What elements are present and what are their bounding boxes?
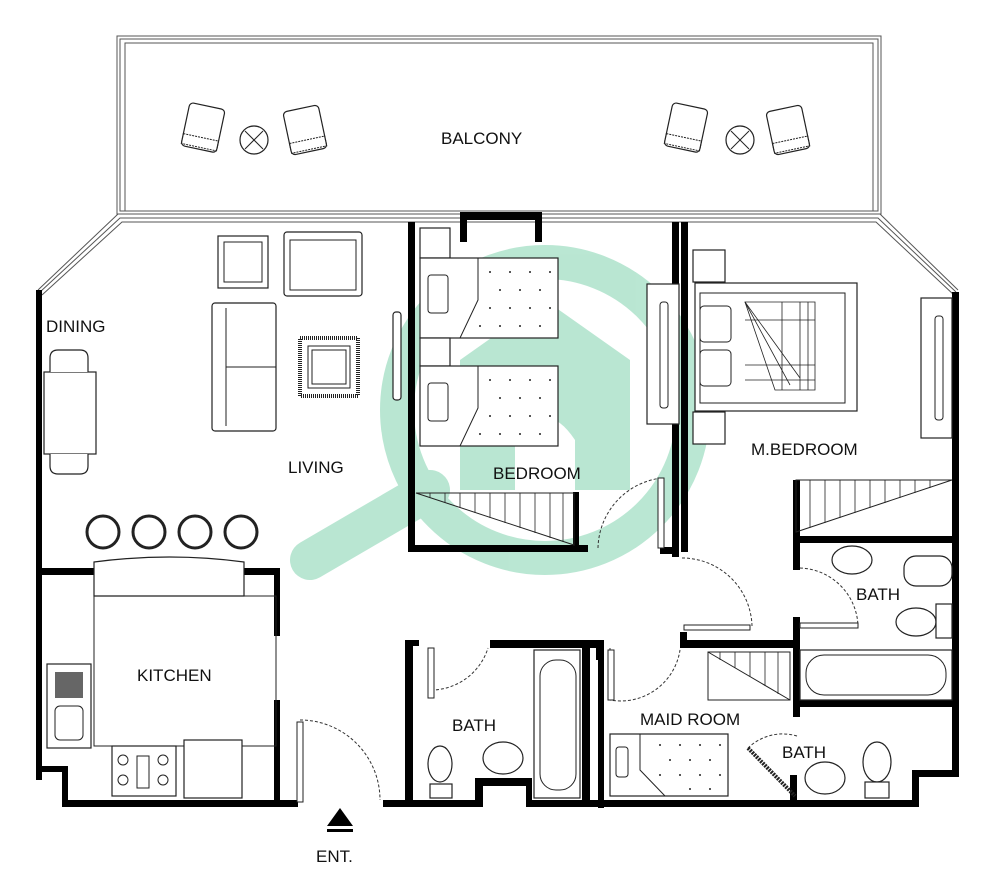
bed-dots: [479, 271, 551, 435]
bath-1-fixtures: [427, 647, 581, 799]
balcony-chair-set-right: [663, 102, 811, 156]
label-entrance: ENT.: [316, 847, 353, 866]
label-bath-3: BATH: [782, 743, 826, 762]
master-bath-fixtures: [799, 545, 953, 701]
entrance-door: [296, 719, 381, 803]
balcony-area: [116, 35, 882, 215]
dining-table: [43, 349, 97, 475]
kitchen-fixtures: [46, 595, 277, 799]
label-bedroom: BEDROOM: [493, 464, 581, 483]
label-kitchen: KITCHEN: [137, 666, 212, 685]
label-m-bedroom: M.BEDROOM: [751, 440, 858, 459]
maid-room-fixtures: [607, 648, 791, 797]
walls: [36, 212, 959, 808]
breakfast-counter: [93, 556, 245, 597]
master-bedroom-furniture: [692, 249, 953, 533]
bedroom-furniture: [415, 227, 680, 549]
label-bath-1: BATH: [452, 716, 496, 735]
bar-stools: [85, 514, 259, 550]
room-labels: BALCONY DINING LIVING BEDROOM M.BEDROOM …: [46, 129, 900, 866]
entrance-arrow-icon: [327, 808, 353, 832]
label-dining: DINING: [46, 317, 106, 336]
label-living: LIVING: [288, 458, 344, 477]
living-furniture: [85, 231, 402, 597]
bath-3-fixtures: [746, 733, 892, 799]
label-maid-room: MAID ROOM: [640, 710, 740, 729]
balcony-chair-set-left: [180, 102, 328, 156]
corridor-door: [681, 557, 753, 631]
label-bath-2: BATH: [856, 585, 900, 604]
label-balcony: BALCONY: [441, 129, 522, 148]
